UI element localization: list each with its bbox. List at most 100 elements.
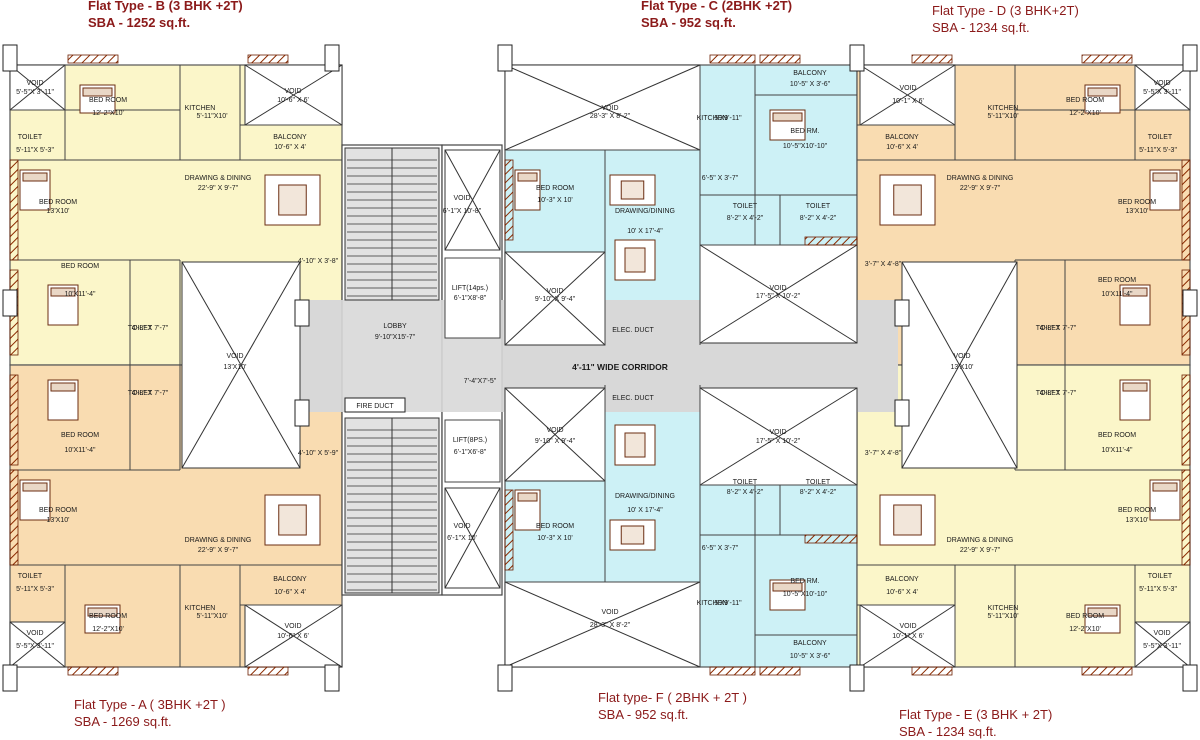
room-label: LIFT(8PS.) — [453, 437, 487, 444]
void-box — [444, 149, 501, 251]
column — [1182, 289, 1198, 317]
room-label: TOILET — [128, 325, 153, 332]
flat-a-type: Flat Type - A ( 3BHK +2T ) — [74, 697, 226, 712]
bed-icon — [19, 479, 51, 521]
column — [294, 399, 310, 427]
window-hatch — [759, 54, 801, 64]
room-label: 5'-11"X 5'-3" — [1139, 147, 1177, 154]
room-label: BED ROOM — [536, 185, 574, 192]
room-label: 4'-10" X 3'-8" — [298, 258, 339, 265]
room-label: 8'-2" X 4'-2" — [727, 215, 764, 222]
room-label: 5'-11"X 5'-3" — [16, 586, 54, 593]
room-label: VOID — [546, 427, 563, 434]
bed-icon — [514, 489, 541, 531]
flat-c-label: Flat Type - C (2BHK +2T) SBA - 952 sq.ft… — [641, 0, 792, 31]
window-hatch — [247, 666, 289, 676]
room-label: 22'-9" X 9'-7" — [198, 547, 239, 554]
room-label: 10'-6" X 6' — [277, 97, 309, 104]
room-label: VOID — [226, 353, 243, 360]
room-label: 10'-3" X 10' — [537, 535, 573, 542]
corridor-label: 4'-11" WIDE CORRIDOR — [572, 362, 668, 372]
room-label: BED ROOM — [1066, 97, 1104, 104]
room-label: BED ROOM — [1098, 277, 1136, 284]
room-label: 10' X 17'-4" — [627, 228, 663, 235]
room-label: 8'-2" X 4'-2" — [800, 489, 837, 496]
room-label: 10'-6" X 4' — [274, 589, 306, 596]
room-label: 10'-1" X 6' — [892, 633, 924, 640]
room-label: 8'-2" X 4'-2" — [800, 215, 837, 222]
room-label: ELEC. DUCT — [612, 395, 654, 402]
void-box — [1134, 64, 1191, 111]
column — [497, 44, 513, 72]
room-label: 22'-9" X 9'-7" — [960, 547, 1001, 554]
room-label: 8'-2" X 4'-2" — [727, 489, 764, 496]
room-label: 5'-5"X 3'-11" — [1143, 89, 1181, 96]
room-label: VOID — [899, 623, 916, 630]
room-label: 10'-1" X 6' — [892, 98, 924, 105]
void-box — [504, 251, 606, 346]
room-label: 12'-2"X10' — [92, 110, 124, 117]
flat-e-label: Flat Type - E (3 BHK + 2T) SBA - 1234 sq… — [899, 706, 1052, 740]
room-label: 4'-10" X 5'-9" — [298, 450, 339, 457]
room-label: 6'-1"X 10'-8" — [443, 208, 482, 215]
column — [849, 44, 865, 72]
flat-b-sba: SBA - 1252 sq.ft. — [88, 15, 191, 30]
bed-icon — [1149, 169, 1181, 211]
window-hatch — [759, 666, 801, 676]
room-label: DRAWING & DINING — [947, 175, 1014, 182]
room-label: 10'-6" X 4' — [274, 144, 306, 151]
window-hatch — [504, 489, 514, 571]
room-label: 12'-2"X10' — [1069, 626, 1101, 633]
bed-icon — [47, 379, 79, 421]
flat-d-type: Flat Type - D (3 BHK+2T) — [932, 3, 1079, 18]
room-label: 5'X9'-11" — [714, 600, 742, 607]
room-label: VOID — [899, 85, 916, 92]
table-icon — [264, 174, 321, 226]
flat-c-sba: SBA - 952 sq.ft. — [641, 15, 736, 30]
room-label: VOID — [769, 429, 786, 436]
room-label: 22'-9" X 9'-7" — [960, 185, 1001, 192]
room-label: BALCONY — [273, 134, 307, 141]
room-label: DRAWING & DINING — [947, 537, 1014, 544]
window-hatch — [911, 666, 953, 676]
bed-icon — [1119, 379, 1151, 421]
room-label: BED ROOM — [61, 432, 99, 439]
window-hatch — [804, 534, 858, 544]
room-label: BED ROOM — [1066, 613, 1104, 620]
room-label: VOID — [284, 623, 301, 630]
room-label: 9'-10"X15'-7" — [375, 334, 416, 341]
column — [2, 664, 18, 692]
room-label: TOILET — [733, 203, 758, 210]
room-label: BED ROOM — [1118, 199, 1156, 206]
void-box — [859, 604, 956, 668]
column — [1182, 664, 1198, 692]
room-label: TOILET — [1036, 390, 1061, 397]
room-label: 10'-5"X10'-10" — [783, 591, 828, 598]
bed-icon — [514, 169, 541, 211]
room-label: 13'X10' — [47, 517, 70, 524]
room-label: VOID — [453, 195, 470, 202]
column — [497, 664, 513, 692]
window-hatch — [1081, 54, 1133, 64]
room-label: 6'-1"X6'-8" — [454, 449, 487, 456]
stair-bottom — [344, 417, 440, 594]
room-label: 28'-3" X 8'-2" — [590, 113, 631, 120]
bed-icon — [769, 579, 806, 611]
room-label: LIFT(14ps.) — [452, 285, 488, 292]
room-label: 13'X10' — [1126, 208, 1149, 215]
room-label: 13'X10' — [47, 208, 70, 215]
window-hatch — [1081, 666, 1133, 676]
room-label: 10'-5" X 3'-6" — [790, 81, 831, 88]
table-icon — [614, 424, 656, 466]
room-label: 10'X11'-4" — [64, 291, 96, 298]
table-icon — [609, 519, 656, 551]
room-label: TOILET — [1148, 134, 1173, 141]
room-label: VOID — [1153, 80, 1170, 87]
window-hatch — [504, 159, 514, 241]
flat-e-sba: SBA - 1234 sq.ft. — [899, 724, 997, 739]
room-label: VOID — [546, 288, 563, 295]
room-label: KITCHEN — [185, 105, 216, 112]
window-hatch — [1181, 469, 1191, 566]
room-label: BED ROOM — [39, 507, 77, 514]
